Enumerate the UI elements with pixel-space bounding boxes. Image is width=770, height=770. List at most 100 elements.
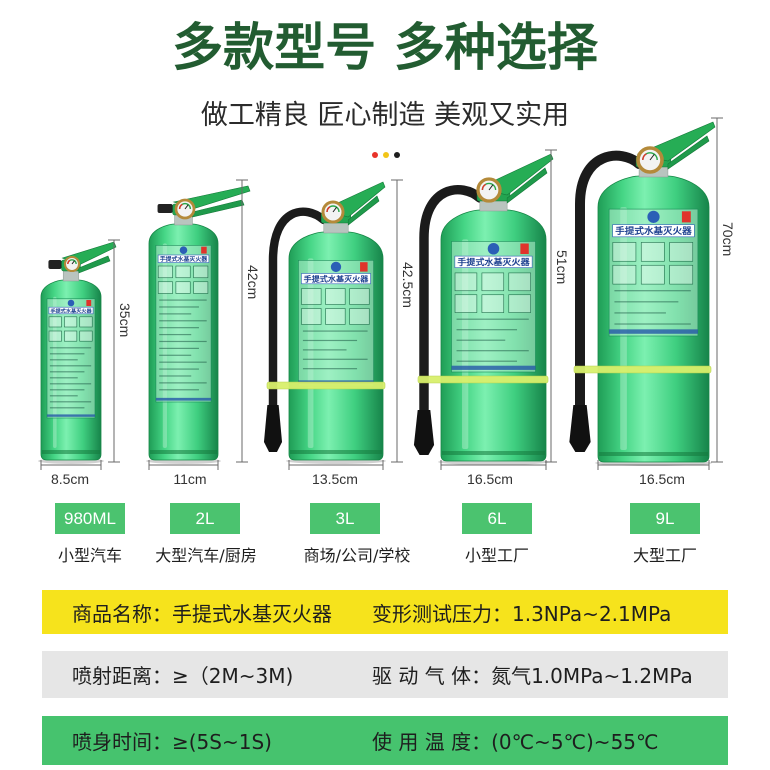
instruction-pictogram (64, 316, 78, 328)
gauge-red-zone (481, 183, 487, 191)
label-text-line (159, 306, 199, 308)
label-text-line (159, 347, 199, 349)
hose-strap (573, 365, 712, 374)
gauge-needle (488, 184, 494, 191)
dimension-lines-9l (597, 117, 723, 470)
label-text-line (49, 371, 85, 373)
label-text-line (49, 377, 78, 379)
instruction-pictogram (157, 281, 173, 294)
height-label-980ml: 35cm (117, 303, 133, 338)
spec-test-pressure: 变形测试压力：1.3NPa~2.1MPa (372, 601, 672, 626)
label-text-line (159, 340, 207, 343)
label-text-line (614, 323, 691, 325)
label-text-line (49, 383, 92, 385)
label-red-tag (201, 246, 207, 254)
label-text-line (302, 330, 368, 332)
base-ring (42, 450, 100, 454)
gauge-red-zone (642, 153, 647, 161)
base-ring (442, 451, 545, 455)
label-text-line (159, 320, 207, 322)
height-label-2l: 42cm (245, 265, 261, 300)
label-text-line (456, 339, 506, 341)
label-text-line (49, 353, 85, 355)
instruction-pictogram (481, 294, 505, 313)
spec-spray-time: 喷身时间：≥(5S~1S) (72, 730, 272, 754)
decor-dot-black (394, 152, 400, 158)
gauge-red-zone (67, 259, 71, 265)
gauge-needle (71, 260, 75, 265)
capacity-badge-2l: 2L (170, 503, 240, 534)
extinguisher-9l: 手提式水基灭火器 (569, 121, 716, 466)
instruction-pictogram (349, 288, 370, 305)
spec-row-1: 商品名称：手提式水基灭火器 变形测试压力：1.3NPa~2.1MPa (42, 590, 728, 634)
label-title-band (612, 224, 695, 238)
spec-product-name: 商品名称：手提式水基灭火器 (72, 601, 332, 626)
instruction-pictogram (193, 281, 209, 294)
label-title-band (157, 254, 210, 263)
product-label-3l: 手提式水基灭火器 (298, 260, 374, 387)
label-red-tag (86, 300, 92, 306)
hose (419, 185, 485, 415)
label-title-text: 手提式水基灭火器 (160, 255, 208, 263)
label-text-line (159, 299, 207, 301)
label-text-line (49, 407, 85, 409)
label-title-band (48, 306, 94, 315)
spec-row-3: 喷身时间：≥(5S~1S) 使 用 温 度：(0℃~5℃)~55℃ (42, 716, 728, 765)
gauge-red-zone (326, 206, 331, 213)
instruction-pictogram (193, 265, 209, 279)
width-label-980ml: 8.5cm (50, 471, 90, 487)
capacity-badge-3l: 3L (310, 503, 380, 534)
extinguisher-3l: 手提式水基灭火器 (263, 181, 386, 464)
product-label-980ml: 手提式水基灭火器 (46, 298, 96, 419)
usage-label-9l: 大型工厂 (632, 546, 697, 565)
label-text-line (302, 368, 358, 370)
label-text-line (159, 382, 207, 384)
label-text-line (49, 389, 85, 391)
label-text-line (159, 354, 192, 356)
width-label-3l: 13.5cm (312, 471, 358, 487)
height-label-3l: 42.5cm (400, 262, 416, 308)
instruction-pictogram (612, 242, 637, 262)
brand-logo (487, 242, 500, 255)
page-subtitle: 做工精良 匠心制造 美观又实用 (200, 100, 570, 131)
base-ring (290, 450, 382, 454)
product-label (46, 298, 96, 419)
label-title-band (301, 273, 371, 285)
label-company-strip (451, 365, 536, 370)
instruction-pictogram (64, 330, 78, 342)
label-text-line (302, 358, 368, 360)
instruction-pictogram (669, 242, 694, 262)
label-text-line (456, 360, 518, 362)
capacity-badge-9l: 9L (630, 503, 700, 534)
product-label-2l: 手提式水基灭火器 (155, 245, 212, 403)
dimension-lines-2l (148, 179, 248, 470)
brand-logo (179, 246, 188, 254)
label-title-text: 手提式水基灭火器 (615, 225, 693, 237)
spec-spray-distance: 喷射距离：≥（2M~3M) (72, 664, 294, 688)
instruction-pictogram (79, 316, 93, 328)
product-label-6l: 手提式水基灭火器 (451, 241, 536, 373)
decor-dot-yellow (383, 152, 389, 158)
gauge-red-zone (178, 203, 183, 210)
instruction-pictogram (301, 308, 322, 325)
hose (268, 207, 329, 410)
spec-row-2: 喷射距离：≥（2M~3M) 驱 动 气 体：氮气1.0MPa~1.2MPa (42, 651, 728, 698)
label-company-strip (155, 397, 212, 401)
label-text-line (49, 395, 78, 397)
label-text-line (159, 327, 199, 329)
capacity-badge-6l: 6L (462, 503, 532, 534)
dimension-lines-6l (440, 149, 557, 470)
usage-label-6l: 小型工厂 (464, 546, 529, 565)
instruction-pictogram (481, 272, 505, 292)
dimension-lines-3l (288, 179, 403, 470)
label-red-tag (681, 211, 691, 223)
instruction-pictogram (640, 242, 665, 262)
carry-handle (347, 195, 380, 226)
spec-driving-gas: 驱 动 气 体：氮气1.0MPa~1.2MPa (372, 664, 693, 688)
brand-logo (67, 299, 75, 307)
dimension-lines-980ml (40, 239, 120, 470)
label-title-band (454, 255, 533, 268)
label-title-text: 手提式水基灭火器 (50, 307, 92, 314)
instruction-pictogram (79, 330, 93, 342)
label-red-tag (520, 243, 529, 254)
